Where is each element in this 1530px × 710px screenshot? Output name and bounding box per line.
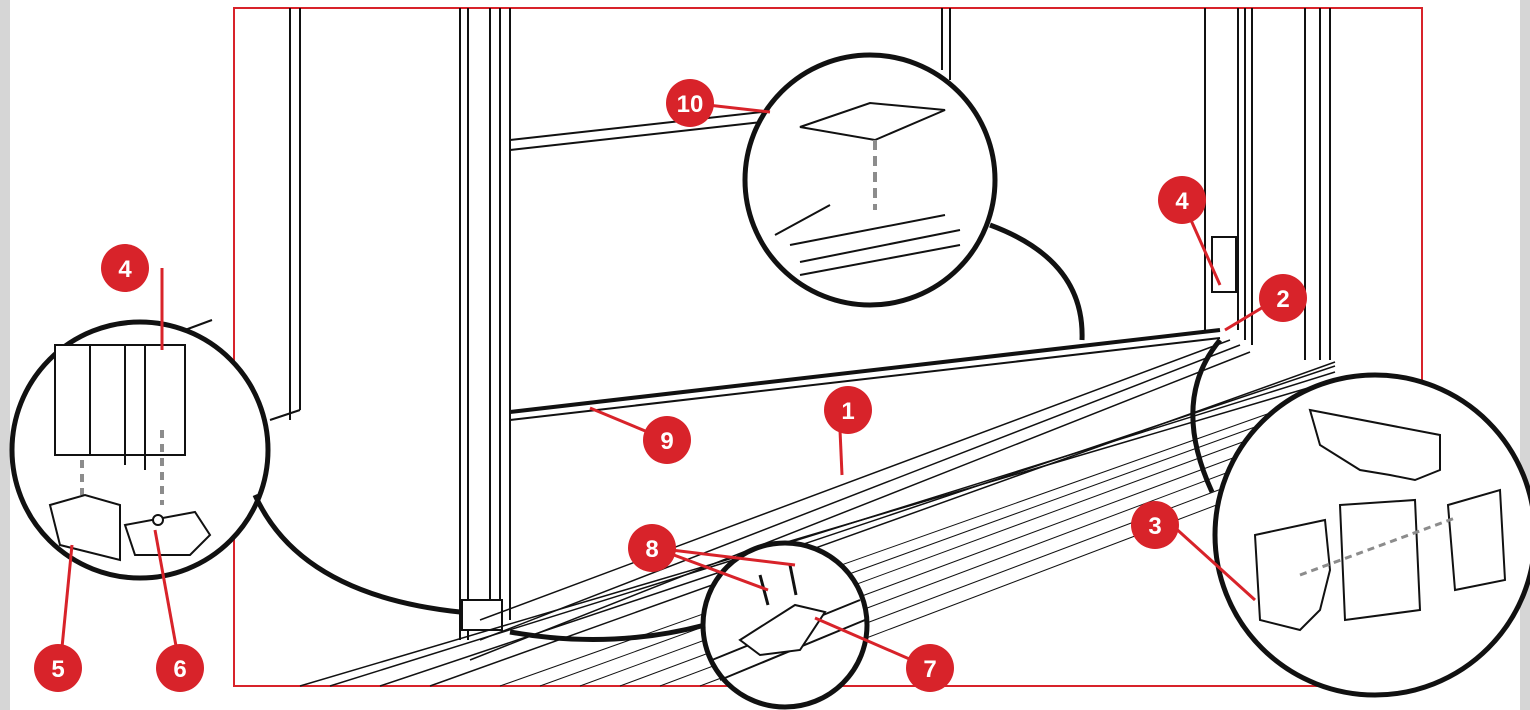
right-door-frame — [1204, 8, 1331, 360]
callout-badge-8: 8 — [628, 524, 676, 572]
callout-label-6: 6 — [173, 656, 186, 683]
callout-label-10: 10 — [677, 91, 704, 118]
detail-circle-right — [1212, 372, 1530, 698]
connector-right — [1190, 338, 1222, 494]
callout-badge-5: 5 — [34, 644, 82, 692]
callout-badge-4-left: 4 — [101, 244, 149, 292]
callout-badge-7: 7 — [906, 644, 954, 692]
callout-label-7: 7 — [923, 656, 936, 683]
bottom-track — [509, 328, 1221, 421]
end-cap-plate — [799, 101, 946, 142]
left-door-panel — [269, 8, 511, 640]
callout-label-4-right: 4 — [1175, 188, 1189, 215]
detail-circle-top — [742, 52, 998, 308]
callout-badge-6: 6 — [156, 644, 204, 692]
callout-label-2: 2 — [1276, 286, 1289, 313]
connector-left — [252, 493, 461, 615]
callout-badge-3: 3 — [1131, 501, 1179, 549]
callout-label-5: 5 — [51, 656, 64, 683]
callout-badge-2: 2 — [1259, 274, 1307, 322]
detail-circle-bottom — [700, 540, 870, 710]
callout-badge-1: 1 — [824, 386, 872, 434]
callout-label-8: 8 — [645, 536, 658, 563]
clip-part — [738, 603, 827, 657]
callout-label-9: 9 — [660, 428, 673, 455]
callout-badge-9: 9 — [643, 416, 691, 464]
callout-label-4-left: 4 — [118, 256, 132, 283]
connector-bottom — [509, 622, 706, 643]
callout-badge-4-right: 4 — [1158, 176, 1206, 224]
detail-circle-left — [9, 319, 271, 581]
back-panel — [509, 8, 951, 151]
left-cover-piece — [1253, 518, 1332, 632]
callout-badge-10: 10 — [666, 79, 714, 127]
connector-top — [989, 222, 1085, 341]
floor-rail — [299, 339, 1336, 687]
right-cover-piece — [1446, 488, 1507, 592]
callout-label-3: 3 — [1148, 513, 1161, 540]
callout-label-1: 1 — [841, 398, 854, 425]
top-clip — [1308, 408, 1441, 482]
center-bracket — [1338, 498, 1422, 622]
